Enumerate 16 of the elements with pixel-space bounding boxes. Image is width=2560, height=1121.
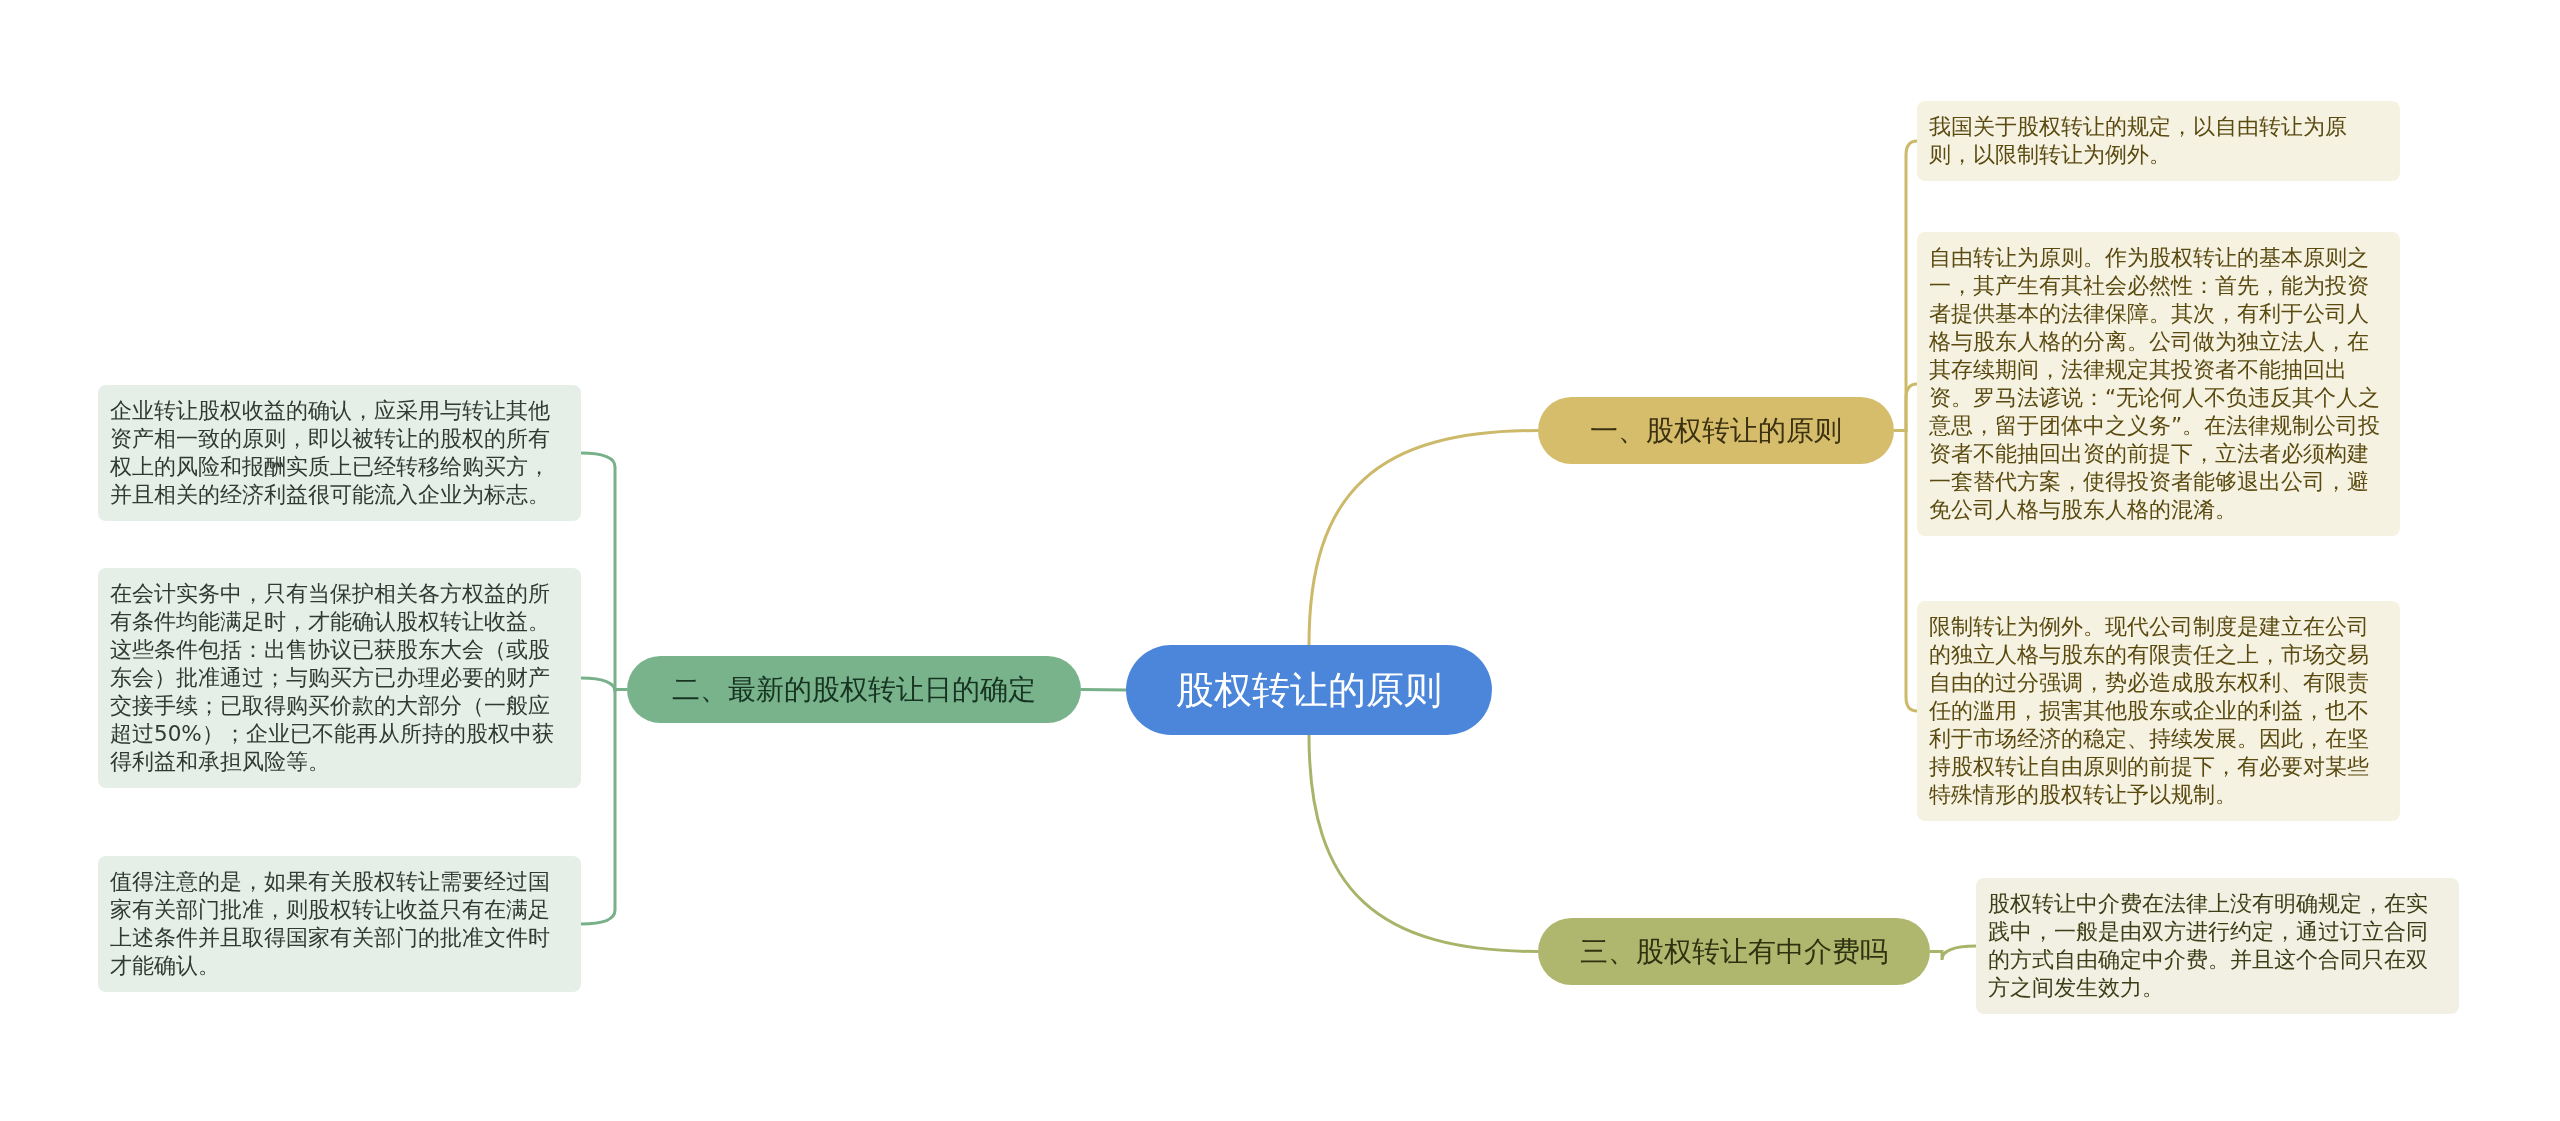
connector-line bbox=[580, 688, 627, 926]
connector-line bbox=[1930, 944, 1977, 962]
topic-box: 二、最新的股权转让日的确定 bbox=[627, 656, 1081, 723]
topic-box: 一、股权转让的原则 bbox=[1538, 397, 1894, 464]
note-card: 限制转让为例外。现代公司制度是建立在公司的独立人格与股东的有限责任之上，市场交易自由的过分强调，势必造成股东权利、有限责任的滥用，损害其他股东或企业的利益，也不利于市场经济的稳定、持续发展。因此，在坚持股权转让自由原则的前提下，有必要对某些特殊情形的股权转让予以规制。 bbox=[1917, 601, 2400, 821]
note-card: 自由转让为原则。作为股权转让的基本原则之一，其产生有其社会必然性：首先，能为投资者提供基本的法律保障。其次，有利于公司人格与股东人格的分离。公司做为独立法人，在其存续期间，法律规定其投资者不能抽回出资。罗马法谚说：“无论何人不负违反其个人之意思，留于团体中之义务”。在法律规制公司投资者不能抽回出资的前提下，立法者必须构建一套替代方案，使得投资者能够退出公司，避免公司人格与股东人格的混淆。 bbox=[1917, 232, 2400, 536]
note-card: 股权转让中介费在法律上没有明确规定，在实践中，一般是由双方进行约定，通过订立合同的方式自由确定中介费。并且这个合同只在双方之间发生效力。 bbox=[1976, 878, 2459, 1014]
note-card: 企业转让股权收益的确认，应采用与转让其他资产相一致的原则，即以被转让的股权的所有权上的风险和报酬实质上已经转移给购买方，并且相关的经济利益很可能流入企业为标志。 bbox=[98, 385, 581, 521]
root-topic-box: 股权转让的原则 bbox=[1126, 645, 1492, 735]
note-card: 在会计实务中，只有当保护相关各方权益的所有条件均能满足时，才能确认股权转让收益。这些条件包括：出售协议已获股东大会（或股东会）批准通过；与购买方已办理必要的财产交接手续；已取得购买价款的大部分（一般应超过50%）；企业已不能再从所持的股权中获得利益和承担风险等。 bbox=[98, 568, 581, 788]
connector-line bbox=[1081, 688, 1126, 692]
topic-box: 三、股权转让有中介费吗 bbox=[1538, 918, 1930, 985]
connector-line bbox=[1307, 429, 1539, 646]
note-card: 我国关于股权转让的规定，以自由转让为原则，以限制转让为例外。 bbox=[1917, 101, 2400, 181]
connector-line bbox=[1307, 734, 1539, 953]
note-card: 值得注意的是，如果有关股权转让需要经过国家有关部门批准，则股权转让收益只有在满足上述条件并且取得国家有关部门的批准文件时才能确认。 bbox=[98, 856, 581, 992]
